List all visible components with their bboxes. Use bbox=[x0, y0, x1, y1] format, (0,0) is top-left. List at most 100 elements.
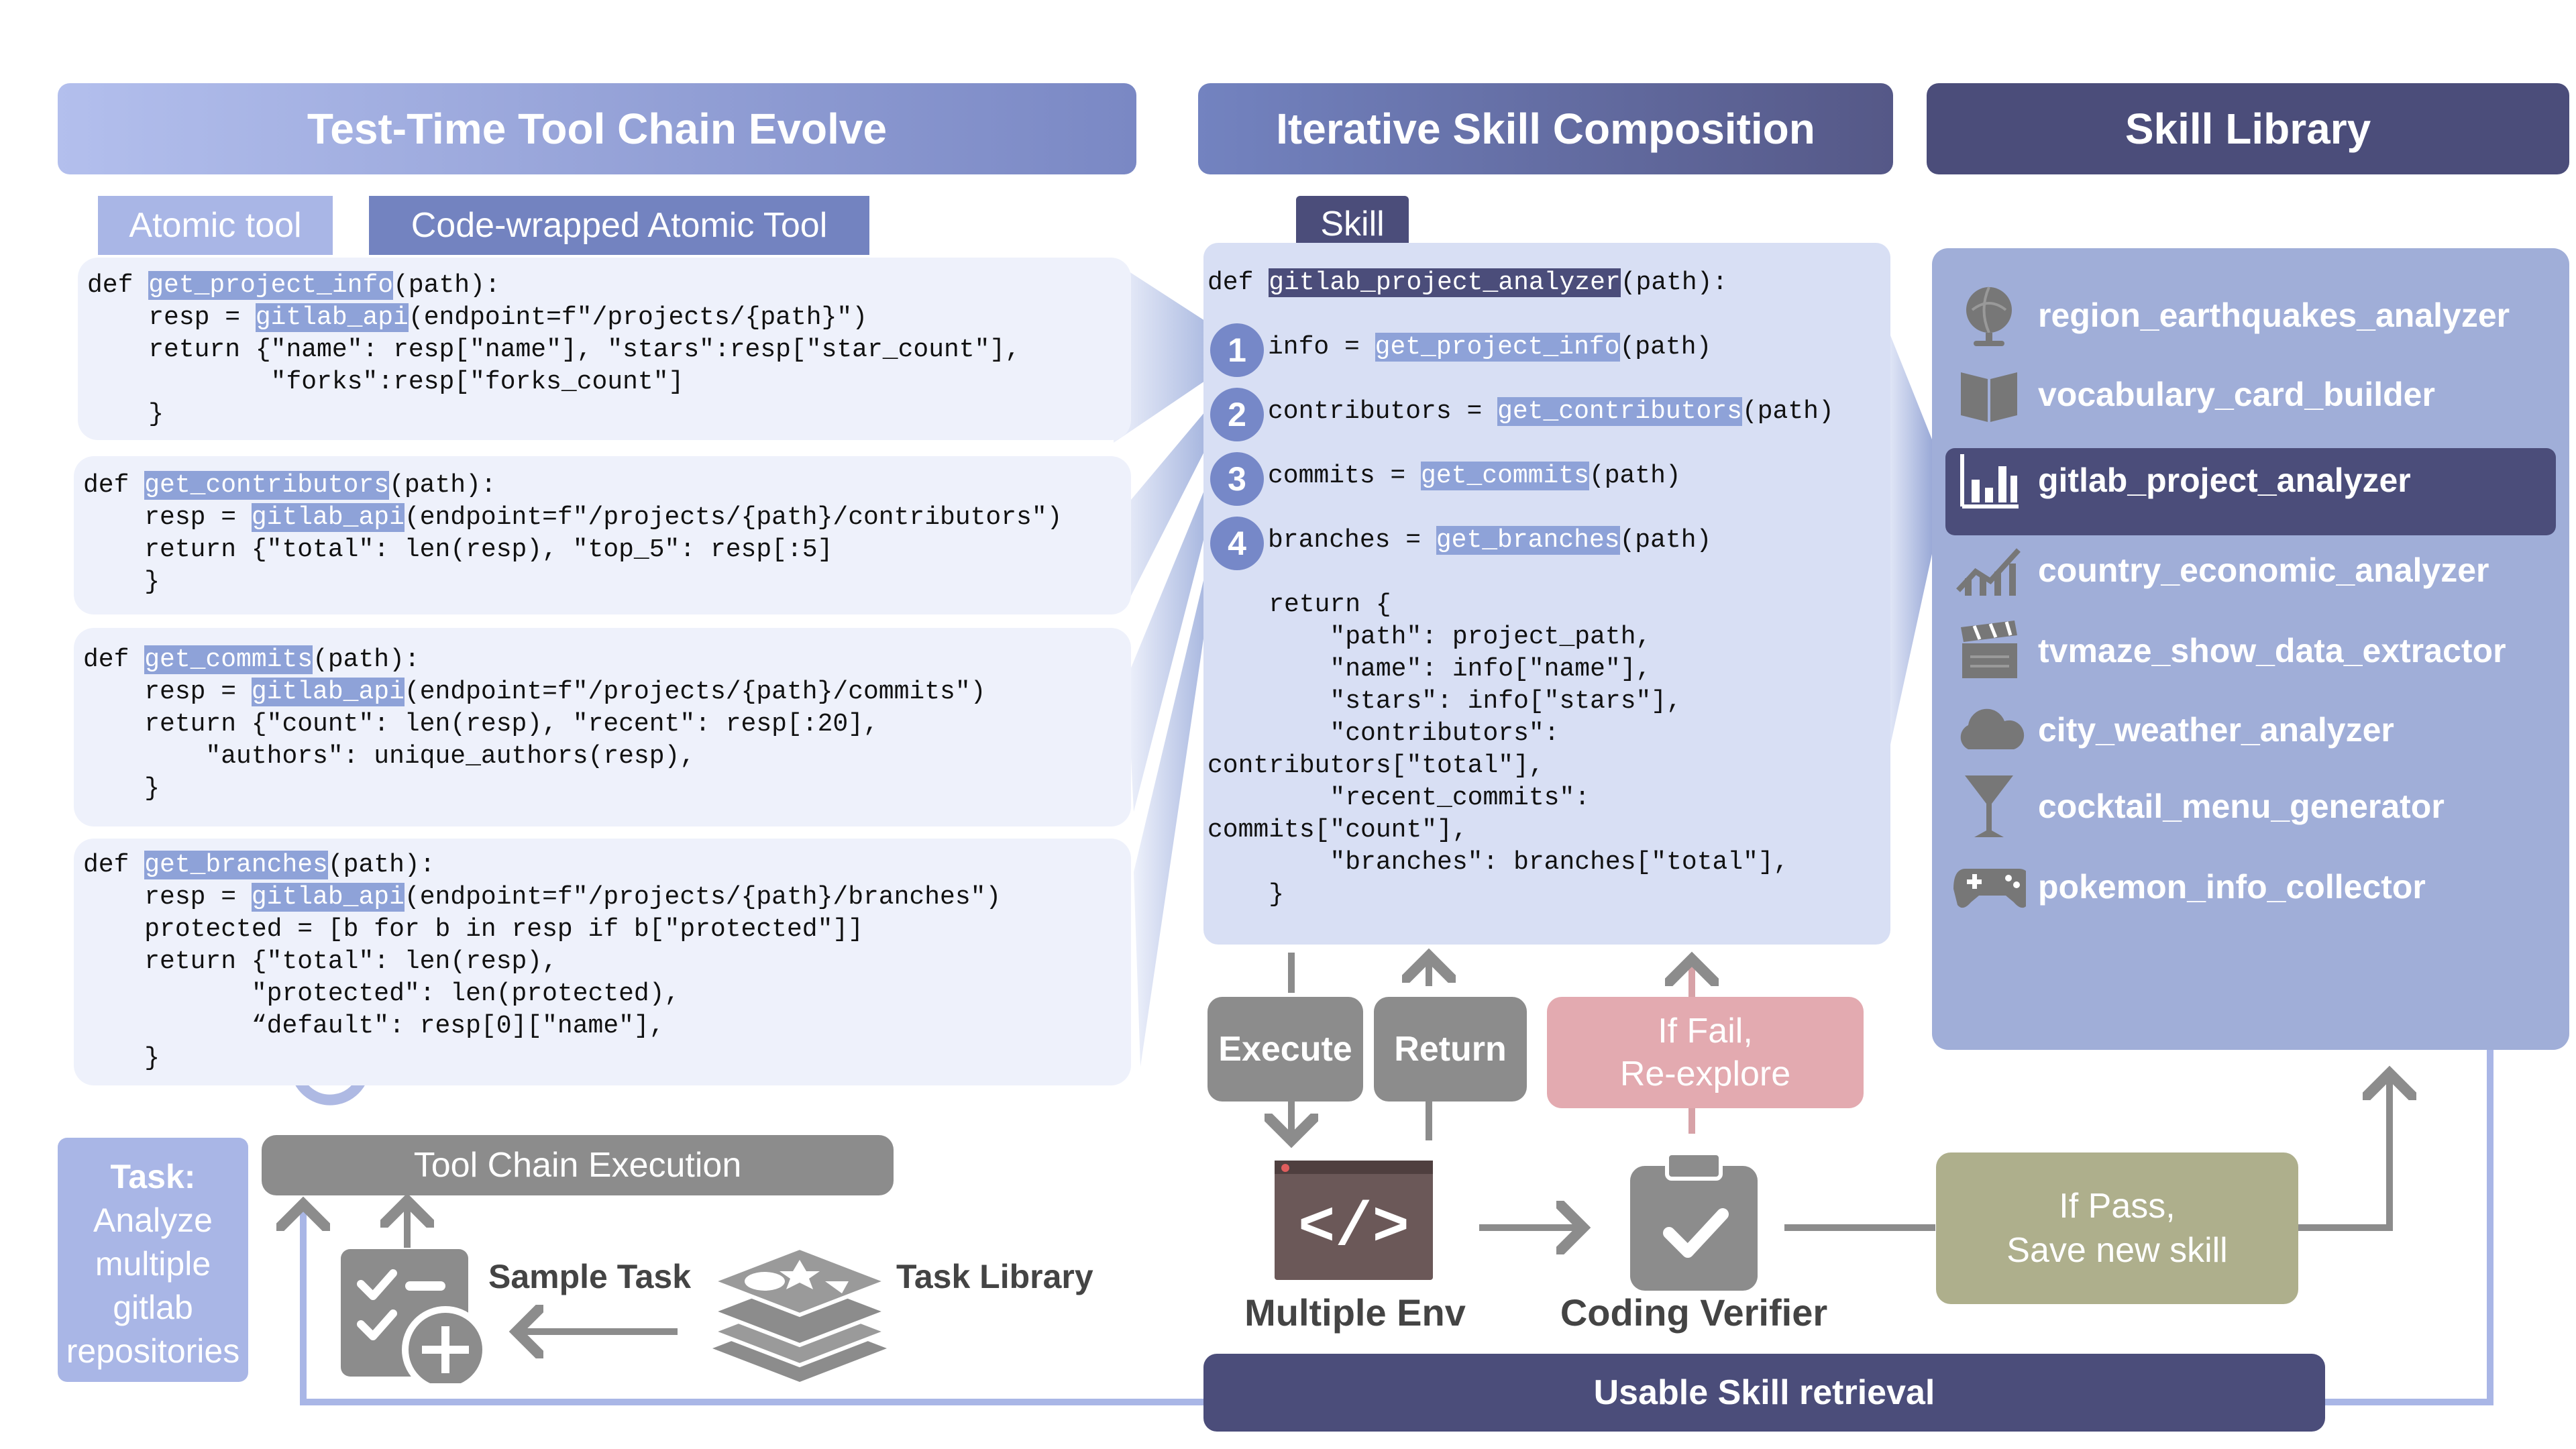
skill-item-cocktail-menu-generator[interactable]: cocktail_menu_generator bbox=[1952, 769, 2556, 843]
if-pass-save-button[interactable]: If Pass, Save new skill bbox=[1936, 1152, 2298, 1304]
code-line bbox=[1208, 557, 1890, 589]
code-text: commits["count"], bbox=[1208, 816, 1468, 845]
tool-card-code: def get_branches(path): resp = gitlab_ap… bbox=[83, 849, 1131, 1075]
task-box: Task: Analyze multiple gitlab repositori… bbox=[58, 1138, 248, 1382]
code-text: return {"name": resp["name"], "stars":re… bbox=[87, 335, 1021, 364]
skill-item-region-earthquakes-analyzer[interactable]: region_earthquakes_analyzer bbox=[1952, 278, 2556, 352]
atomic-tool-tag-label: Atomic tool bbox=[129, 206, 302, 245]
book-icon bbox=[1952, 361, 2026, 428]
skill-item-pokemon-info-collector[interactable]: pokemon_info_collector bbox=[1952, 850, 2556, 924]
code-text: (endpoint=f"/projects/{path}/contributor… bbox=[404, 503, 1063, 532]
code-line: "forks":resp["forks_count"] bbox=[87, 366, 1131, 398]
skill-code-card: def gitlab_project_analyzer(path):info =… bbox=[1203, 243, 1890, 945]
arrow-pass-library bbox=[2293, 1073, 2390, 1231]
code-line: return { bbox=[1208, 589, 1890, 621]
step-badge-3: 3 bbox=[1210, 452, 1264, 506]
skill-item-vocabulary-card-builder[interactable]: vocabulary_card_builder bbox=[1952, 358, 2556, 431]
wedge-3 bbox=[1127, 463, 1216, 812]
step-badge-4: 4 bbox=[1210, 517, 1264, 570]
code-line: def get_commits(path): bbox=[83, 644, 1131, 676]
code-line: resp = gitlab_api(endpoint=f"/projects/{… bbox=[83, 676, 1131, 708]
code-text: "protected": len(protected), bbox=[83, 979, 680, 1008]
code-line bbox=[1208, 428, 1890, 460]
skill-item-country-economic-analyzer[interactable]: country_economic_analyzer bbox=[1952, 533, 2556, 607]
if-fail-reexplore-button[interactable]: If Fail, Re-explore bbox=[1547, 997, 1864, 1108]
code-text: } bbox=[87, 400, 164, 429]
code-text: (endpoint=f"/projects/{path}") bbox=[408, 303, 868, 332]
skill-library-panel bbox=[1932, 248, 2569, 1050]
skill-item-tvmaze-show-data-extractor[interactable]: tvmaze_show_data_extractor bbox=[1952, 614, 2556, 688]
tool-chain-execution-bar[interactable]: Tool Chain Execution bbox=[262, 1135, 894, 1195]
code-line bbox=[1208, 492, 1890, 525]
code-text: (path) bbox=[1589, 462, 1681, 490]
skill-item-gitlab-project-analyzer[interactable]: gitlab_project_analyzer bbox=[1952, 443, 2556, 517]
code-highlight: get_commits bbox=[1421, 462, 1589, 490]
skill-composition-header: Iterative Skill Composition bbox=[1198, 83, 1893, 174]
code-text: def bbox=[83, 645, 145, 674]
code-text: def bbox=[83, 471, 145, 500]
task-line: Analyze bbox=[93, 1201, 213, 1239]
code-text: "recent_commits": bbox=[1208, 784, 1591, 812]
code-line: contributors["total"], bbox=[1208, 750, 1890, 782]
skill-function-name: gitlab_project_analyzer bbox=[1269, 268, 1621, 297]
tool-card-get-commits: def get_commits(path): resp = gitlab_api… bbox=[74, 628, 1131, 826]
skill-item-label: country_economic_analyzer bbox=[2038, 551, 2489, 589]
tool-chain-evolve-header: Test-Time Tool Chain Evolve bbox=[58, 83, 1136, 174]
code-highlight: gitlab_api bbox=[251, 503, 405, 532]
skill-library-header: Skill Library bbox=[1927, 83, 2569, 174]
task-title: Task: bbox=[110, 1158, 196, 1195]
code-text: (path): bbox=[327, 851, 435, 879]
execute-button[interactable]: Execute bbox=[1208, 997, 1363, 1102]
code-line: return {"total": len(resp), bbox=[83, 946, 1131, 978]
sample-task-label: Sample Task bbox=[488, 1258, 692, 1295]
sample-task-icon bbox=[341, 1249, 487, 1383]
line-chart-icon bbox=[1952, 537, 2026, 604]
task-library-icon bbox=[711, 1241, 888, 1382]
code-wrapped-tag-label: Code-wrapped Atomic Tool bbox=[411, 206, 828, 245]
task-library-label: Task Library bbox=[896, 1258, 1093, 1295]
code-text: def bbox=[1208, 268, 1269, 297]
code-text: “default": resp[0]["name"], bbox=[83, 1012, 665, 1040]
code-text: contributors["total"], bbox=[1208, 751, 1544, 780]
tool-card-get-contributors: def get_contributors(path): resp = gitla… bbox=[74, 456, 1131, 614]
task-line: repositories bbox=[66, 1332, 240, 1370]
wedge-library bbox=[1890, 335, 1939, 745]
tool-card-get-branches: def get_branches(path): resp = gitlab_ap… bbox=[74, 839, 1131, 1085]
wedge-1 bbox=[1114, 262, 1228, 443]
code-text: } bbox=[1208, 880, 1285, 909]
skill-item-city-weather-analyzer[interactable]: city_weather_analyzer bbox=[1952, 693, 2556, 767]
task-line: gitlab bbox=[113, 1289, 193, 1326]
code-text: "stars": info["stars"], bbox=[1208, 687, 1682, 716]
tool-chain-execution-label: Tool Chain Execution bbox=[413, 1146, 742, 1185]
multiple-env-label: Multiple Env bbox=[1244, 1291, 1466, 1334]
code-text: "name": info["name"], bbox=[1208, 655, 1652, 684]
code-line: "protected": len(protected), bbox=[83, 978, 1131, 1010]
code-text: (endpoint=f"/projects/{path}/commits") bbox=[404, 678, 986, 706]
code-text: def bbox=[83, 851, 145, 879]
coding-verifier-icon bbox=[1630, 1151, 1758, 1291]
code-line: } bbox=[83, 566, 1131, 598]
clapperboard-icon bbox=[1952, 617, 2026, 684]
skill-tag-label: Skill bbox=[1320, 205, 1385, 244]
tool-card-get-project-info: def get_project_info(path): resp = gitla… bbox=[78, 258, 1131, 440]
code-line: “default": resp[0]["name"], bbox=[83, 1010, 1131, 1042]
usable-skill-retrieval-label: Usable Skill retrieval bbox=[1593, 1373, 1935, 1412]
return-button[interactable]: Return bbox=[1374, 997, 1527, 1102]
step-number: 2 bbox=[1228, 396, 1246, 433]
skill-composition-title: Iterative Skill Composition bbox=[1276, 105, 1815, 153]
code-text: "authors": unique_authors(resp), bbox=[83, 742, 696, 771]
execute-button-label: Execute bbox=[1218, 1030, 1352, 1069]
gamepad-icon bbox=[1952, 853, 2026, 920]
code-text: (path) bbox=[1619, 526, 1712, 555]
usable-skill-retrieval-bar[interactable]: Usable Skill retrieval bbox=[1203, 1354, 2325, 1432]
code-text: (path): bbox=[1620, 268, 1728, 297]
if-fail-line-1: If Fail, bbox=[1658, 1012, 1753, 1051]
code-text: protected = [b for b in resp if b["prote… bbox=[83, 915, 863, 944]
skill-item-label: vocabulary_card_builder bbox=[2038, 376, 2435, 413]
skill-item-label: gitlab_project_analyzer bbox=[2038, 462, 2411, 499]
code-highlight: get_branches bbox=[144, 851, 328, 879]
step-badge-2: 2 bbox=[1210, 388, 1264, 441]
skill-item-label: region_earthquakes_analyzer bbox=[2038, 297, 2510, 334]
if-pass-line-1: If Pass, bbox=[2059, 1187, 2176, 1226]
code-line: "authors": unique_authors(resp), bbox=[83, 741, 1131, 773]
